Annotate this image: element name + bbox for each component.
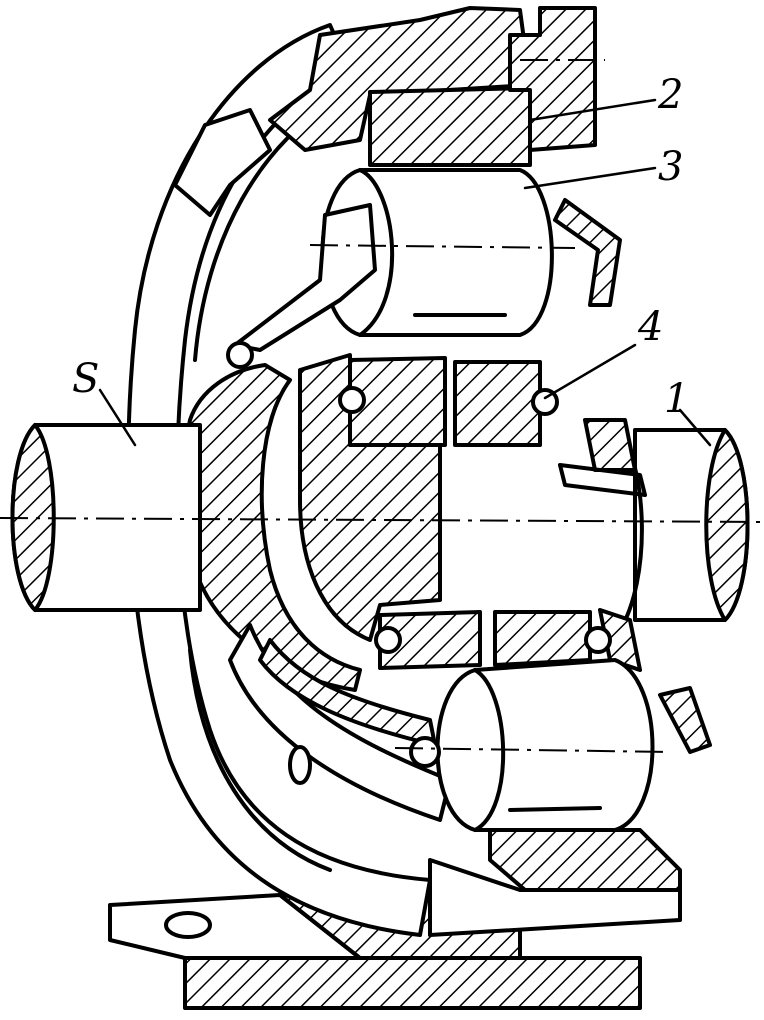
lower-stud [288,745,312,785]
ball-lower-left [374,626,402,654]
upper-inner-block-left [348,356,447,447]
shaft-right-section [704,428,750,622]
upper-roller-end [358,168,395,337]
top-left-bracket [173,108,272,217]
stud-left [226,341,254,369]
lower-roller [435,658,655,832]
label-4: 4 [637,304,663,350]
lower-roller-groove [508,806,602,812]
ball-upper-left [338,386,366,414]
label-3: 3 [658,144,683,190]
lower-roller-axis [394,747,671,753]
outer-ring-2-bottom [488,828,682,892]
lower-housing-front [428,858,682,937]
leader-4 [543,343,637,400]
base-plate [183,956,642,1010]
lower-inner-block-right [493,610,592,667]
label-1: 1 [664,376,689,422]
housing-outer-arc [126,23,432,937]
lower-roller-clip [658,686,712,754]
label-2: 2 [657,72,683,118]
right-spring-clip [558,463,647,497]
upper-lever [233,203,377,352]
upper-roller-clip [553,198,622,307]
leader-s [98,388,137,447]
upper-inner-block-right [453,360,542,447]
cap-top-right [508,6,597,152]
inner-hub [298,353,442,642]
lower-pin [409,736,441,768]
label-s: S [72,356,99,402]
main-axis-line [0,517,764,523]
upper-roller-axis [309,244,576,249]
outer-ring-2-top [368,86,532,167]
leader-2 [528,98,657,122]
right-cage-upper [583,418,637,472]
ball-lower-right [584,626,612,654]
shaft-left-section [10,423,56,612]
mounting-hole [164,911,212,939]
leader-3 [523,166,657,190]
ball-upper-right [531,388,559,416]
leader-1 [678,408,712,447]
